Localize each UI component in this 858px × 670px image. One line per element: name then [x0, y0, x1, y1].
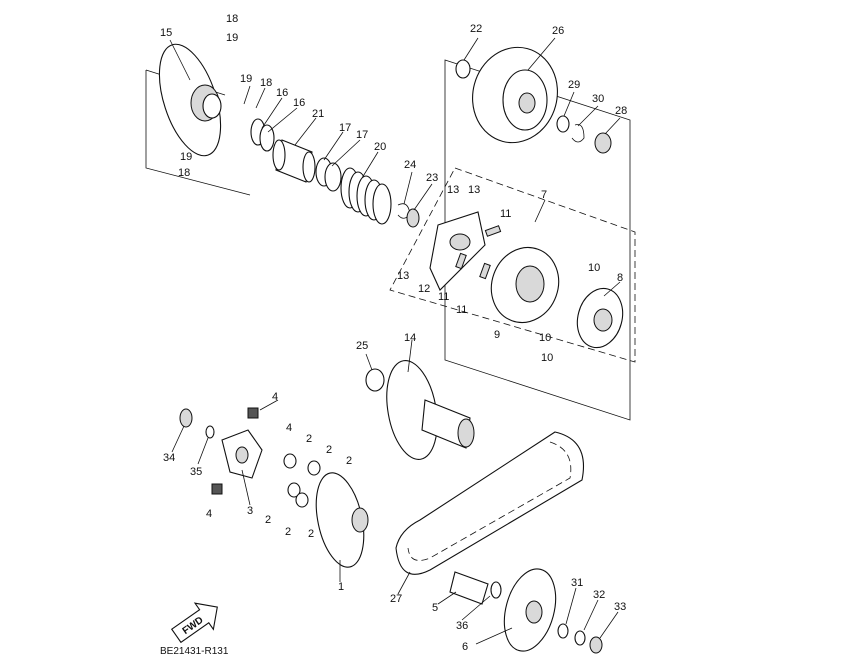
- callout-18: 18: [178, 167, 190, 179]
- callout-32: 32: [593, 589, 605, 601]
- washer-32-part: [574, 630, 586, 646]
- callout-23: 23: [426, 172, 438, 184]
- reference-code: BE21431-R131: [160, 646, 229, 657]
- callout-2: 2: [306, 433, 312, 445]
- primary-fixed-sheave-part: [315, 472, 369, 568]
- seal-rings-part: [315, 157, 342, 192]
- callout-10: 10: [588, 262, 600, 274]
- slider-4-part: [247, 407, 259, 419]
- o-rings-part: [250, 118, 275, 152]
- callout-3: 3: [247, 505, 253, 517]
- clutch-housing-part: [472, 46, 558, 144]
- fan-pulley-part: [503, 568, 557, 652]
- callout-16: 16: [293, 97, 305, 109]
- washer-31-part: [557, 623, 569, 639]
- callout-5: 5: [432, 602, 438, 614]
- callout-2: 2: [265, 514, 271, 526]
- callout-6: 6: [462, 641, 468, 653]
- fwd-arrow: FWD: [170, 602, 218, 644]
- collar-part: [272, 139, 316, 183]
- nut-33-part: [589, 636, 603, 654]
- secondary-sheave-part: [158, 43, 222, 157]
- washer-part: [455, 59, 471, 79]
- o-ring-35-part: [205, 425, 215, 439]
- callout-4: 4: [286, 422, 292, 434]
- bearing-34-part: [179, 408, 193, 428]
- callout-10: 10: [541, 352, 553, 364]
- callout-22: 22: [470, 23, 482, 35]
- callout-13: 13: [468, 184, 480, 196]
- callout-24: 24: [404, 159, 416, 171]
- leader-lines: [169, 37, 621, 645]
- callout-28: 28: [615, 105, 627, 117]
- cam-plate-part: [221, 429, 263, 479]
- roller-weights-part: [283, 453, 321, 508]
- callout-12: 12: [418, 283, 430, 295]
- callout-2: 2: [346, 455, 352, 467]
- callout-2: 2: [308, 528, 314, 540]
- callout-11: 11: [456, 304, 467, 316]
- callout-21: 21: [312, 108, 324, 120]
- callout-19: 19: [226, 32, 238, 44]
- callout-34: 34: [163, 452, 175, 464]
- callout-1: 1: [338, 581, 344, 593]
- bearing-25-part: [365, 368, 385, 392]
- callout-14: 14: [404, 332, 416, 344]
- collar-small-part: [556, 115, 570, 133]
- callout-36: 36: [456, 620, 468, 632]
- callout-26: 26: [552, 25, 564, 37]
- callout-29: 29: [568, 79, 580, 91]
- callout-27: 27: [390, 593, 402, 605]
- callout-4: 4: [272, 391, 278, 403]
- sheave-group-frame: [145, 70, 251, 196]
- slider-4b-part: [211, 483, 223, 495]
- callout-18: 18: [226, 13, 238, 25]
- callout-10: 10: [539, 332, 551, 344]
- clutch-plate-part: [429, 211, 486, 291]
- callout-8: 8: [617, 272, 623, 284]
- callout-16: 16: [276, 87, 288, 99]
- callout-13: 13: [447, 184, 459, 196]
- clutch-carrier-part: [576, 287, 624, 349]
- nut-part: [406, 208, 420, 228]
- callout-11: 11: [500, 208, 511, 220]
- v-belt-part: [395, 431, 584, 575]
- collar-5-part: [449, 571, 489, 605]
- callout-30: 30: [592, 93, 604, 105]
- callout-33: 33: [614, 601, 626, 613]
- callout-4: 4: [206, 508, 212, 520]
- callout-7: 7: [541, 189, 547, 201]
- callout-31: 31: [571, 577, 583, 589]
- callout-35: 35: [190, 466, 202, 478]
- compression-spring-part: [340, 167, 392, 225]
- callout-17: 17: [356, 129, 368, 141]
- callout-15: 15: [160, 27, 172, 39]
- callout-9: 9: [494, 329, 500, 341]
- callout-19: 19: [180, 151, 192, 163]
- bearing-part: [594, 132, 612, 154]
- callout-19: 19: [240, 73, 252, 85]
- primary-sliding-sheave-part: [386, 360, 475, 460]
- washer-36-part: [490, 581, 502, 599]
- callout-2: 2: [285, 526, 291, 538]
- clutch-assembly-frame: [389, 167, 636, 363]
- callout-20: 20: [374, 141, 386, 153]
- callout-18: 18: [260, 77, 272, 89]
- callout-2: 2: [326, 444, 332, 456]
- callout-17: 17: [339, 122, 351, 134]
- callout-13: 13: [397, 270, 409, 282]
- clutch-shoe-part: [490, 247, 560, 323]
- circlip-small-part: [571, 124, 585, 143]
- callout-25: 25: [356, 340, 368, 352]
- clutch-springs-part: [455, 225, 502, 280]
- callout-11: 11: [438, 291, 449, 303]
